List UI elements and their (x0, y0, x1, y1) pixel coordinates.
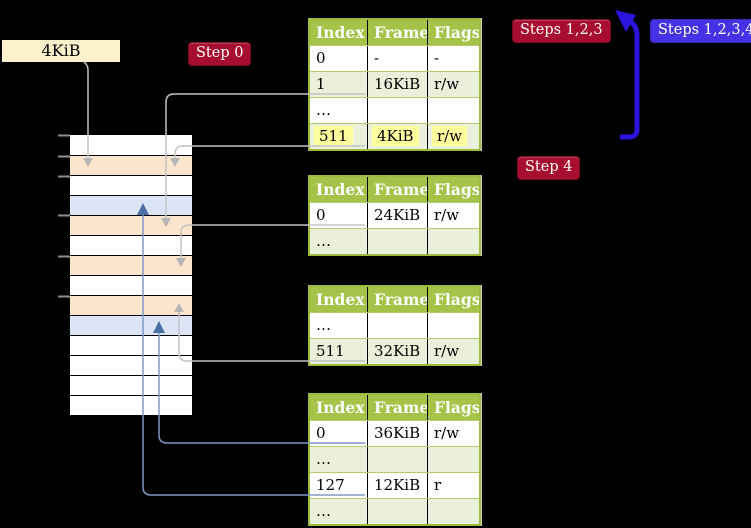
memory-frame-row (70, 315, 192, 335)
table-cell: r (427, 473, 479, 498)
table-cell: 0 (316, 49, 326, 67)
table-cell (367, 229, 427, 254)
table-cell: 24KiB (367, 203, 427, 228)
column-header: Flags (427, 287, 479, 312)
column-header: Flags (427, 177, 479, 202)
table-cell (367, 447, 427, 472)
column-header: Index (316, 180, 365, 199)
table-cell (427, 447, 479, 472)
memory-frame-row (70, 195, 192, 215)
memory-frame-row (70, 255, 192, 275)
table-cell: … (316, 502, 331, 520)
table-cell: - (427, 46, 479, 71)
column-header: Flags (427, 20, 479, 45)
table-cell (427, 98, 479, 123)
column-header: Index (316, 398, 365, 417)
memory-frame-row (70, 135, 192, 155)
table-cell: 511 (316, 342, 345, 360)
table-cell: 32KiB (367, 339, 427, 364)
table-row: 0 -- (310, 45, 479, 71)
column-header: Index (316, 23, 365, 42)
memory-frame-row (70, 155, 192, 175)
table-row: … (310, 228, 479, 254)
steps-1234-badge: Steps 1,2,3,4 (650, 19, 751, 43)
table-cell: 1 (316, 75, 326, 93)
table-cell (427, 313, 479, 338)
steps-123-badge: Steps 1,2,3 (512, 19, 611, 43)
table-cell (367, 313, 427, 338)
table-cell: r/w (427, 203, 479, 228)
table-cell: - (367, 46, 427, 71)
table-cell: 0 (316, 424, 326, 442)
memory-frame-row (70, 295, 192, 315)
table-cell (367, 499, 427, 524)
memory-frame-row (70, 335, 192, 355)
table-cell: 36KiB (367, 421, 427, 446)
table-cell: … (316, 450, 331, 468)
table-cell: 0 (316, 206, 326, 224)
frame-size-label: 4KiB (2, 40, 120, 62)
arrowhead (615, 10, 636, 32)
table-cell: r/w (427, 421, 479, 446)
table-cell: 16KiB (367, 72, 427, 97)
memory-frame-row (70, 375, 192, 395)
table-cell: 4KiB (367, 124, 427, 149)
column-header: Flags (427, 395, 479, 420)
table-cell (427, 499, 479, 524)
table-cell: r/w (427, 124, 479, 149)
table-cell (367, 98, 427, 123)
step-0-badge: Step 0 (188, 42, 252, 66)
memory-frame-row (70, 235, 192, 255)
table-cell: … (316, 232, 331, 250)
column-header: Frame (367, 287, 427, 312)
memory-strip (69, 134, 193, 416)
column-header: Index (316, 290, 365, 309)
column-header: Frame (367, 395, 427, 420)
arrow-step4-to-steps123 (615, 10, 640, 140)
table-row: … (310, 498, 479, 524)
table-cell: r/w (427, 72, 479, 97)
table-row: … (310, 312, 479, 338)
table-cell: 12KiB (367, 473, 427, 498)
table-cell: 127 (316, 476, 345, 494)
memory-frame-row (70, 215, 192, 235)
table-cell (427, 229, 479, 254)
table-cell: … (316, 101, 331, 119)
column-header: Frame (367, 177, 427, 202)
memory-frame-row (70, 355, 192, 375)
memory-frame-row (70, 175, 192, 195)
table-cell: r/w (427, 339, 479, 364)
table-row: … (310, 97, 479, 123)
table-cell: … (316, 316, 331, 334)
table-row: … (310, 446, 479, 472)
column-header: Frame (367, 20, 427, 45)
memory-frame-row (70, 275, 192, 295)
step-4-badge: Step 4 (517, 156, 581, 180)
table-cell: 511 (310, 124, 367, 149)
memory-frame-row (70, 395, 192, 415)
